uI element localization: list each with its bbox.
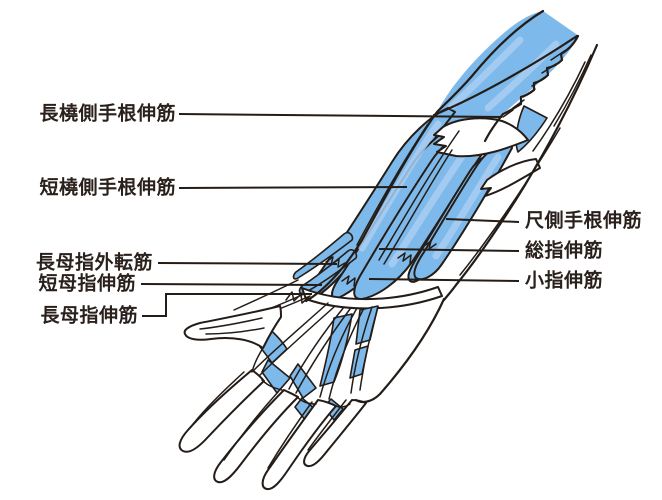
ulnar-hand-edge bbox=[354, 297, 446, 404]
triceps-serrated-edge bbox=[483, 34, 580, 143]
thumb-outline bbox=[183, 305, 282, 349]
leader-lines bbox=[140, 113, 520, 317]
leader-ecu bbox=[445, 218, 520, 223]
muscle-labels: 長橈側手根伸筋 短橈側手根伸筋 長母指外転筋 短母指伸筋 長母指伸筋 尺側手根伸… bbox=[36, 102, 642, 327]
tendon-wedge-lower bbox=[480, 158, 541, 197]
radial-contour bbox=[304, 9, 545, 303]
ulnar-contour bbox=[442, 43, 599, 302]
muscle-shape-anconeus bbox=[515, 105, 548, 153]
label-ecrb: 短橈側手根伸筋 bbox=[39, 176, 176, 199]
label-ecrl: 長橈側手根伸筋 bbox=[39, 102, 176, 125]
label-apl: 長母指外転筋 bbox=[36, 251, 153, 274]
leader-ecrl bbox=[178, 113, 503, 118]
leader-epl bbox=[142, 293, 312, 317]
label-ed: 総指伸筋 bbox=[525, 239, 603, 262]
leader-epb bbox=[140, 283, 323, 286]
muscle-shape-apl bbox=[292, 231, 354, 280]
extensor-retinaculum bbox=[301, 286, 443, 310]
arm-contour-lines bbox=[285, 9, 599, 404]
label-ecu: 尺側手根伸筋 bbox=[525, 209, 642, 232]
knuckle-web-lines bbox=[251, 347, 351, 408]
thumb-tendon-lines bbox=[199, 317, 265, 335]
label-epl: 長母指伸筋 bbox=[40, 304, 138, 327]
leader-edm bbox=[368, 278, 520, 282]
fingers bbox=[178, 347, 367, 491]
leader-ed bbox=[378, 248, 520, 252]
serration-ticks bbox=[502, 49, 567, 118]
ulna-shaft-line bbox=[459, 127, 561, 276]
label-edm: 小指伸筋 bbox=[525, 269, 603, 292]
label-epb: 短母指伸筋 bbox=[38, 272, 136, 295]
leader-ecrb bbox=[178, 186, 408, 189]
leader-apl bbox=[157, 262, 338, 265]
deltoid-crease bbox=[432, 34, 579, 117]
finger-tendon-lines bbox=[189, 371, 347, 469]
tendon-wedge-upper bbox=[433, 117, 529, 158]
